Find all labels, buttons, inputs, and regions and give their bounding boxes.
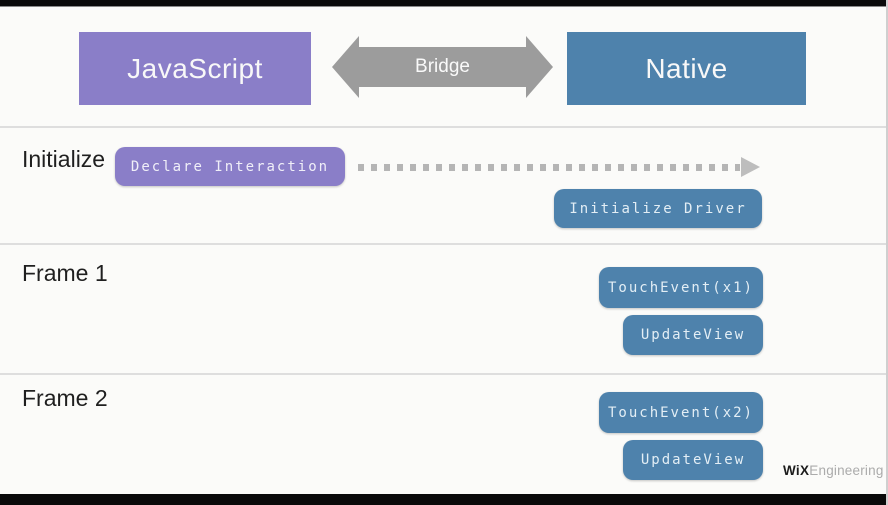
initialize-driver-pill: Initialize Driver xyxy=(554,189,762,228)
arrow-bar xyxy=(357,47,528,87)
logo-wix-text: WiX xyxy=(783,463,810,478)
dotted-arrowhead-icon xyxy=(741,157,760,177)
touchevent-x2-pill: TouchEvent(x2) xyxy=(599,392,763,433)
touchevent-x1-label: TouchEvent(x1) xyxy=(607,279,754,296)
native-box: Native xyxy=(567,32,806,105)
logo-engineering-text: Engineering xyxy=(809,463,884,478)
initialize-driver-label: Initialize Driver xyxy=(569,200,747,217)
letterbox-bottom xyxy=(0,494,886,505)
declare-interaction-label: Declare Interaction xyxy=(130,158,330,175)
declare-interaction-pill: Declare Interaction xyxy=(115,147,345,186)
bridge-label: Bridge xyxy=(415,56,470,77)
touchevent-x1-pill: TouchEvent(x1) xyxy=(599,267,763,308)
updateview-frame2-pill: UpdateView xyxy=(623,440,763,480)
touchevent-x2-label: TouchEvent(x2) xyxy=(607,404,754,421)
javascript-box: JavaScript xyxy=(79,32,311,105)
row-label-initialize: Initialize xyxy=(22,146,106,172)
section-divider xyxy=(0,243,886,245)
row-label-frame2: Frame 2 xyxy=(22,385,108,411)
arrow-right-head-icon xyxy=(526,36,553,98)
section-divider xyxy=(0,126,886,128)
native-box-label: Native xyxy=(645,52,728,84)
letterbox-top xyxy=(0,0,886,7)
arrow-left-head-icon xyxy=(332,36,359,98)
updateview-frame1-pill: UpdateView xyxy=(623,315,763,355)
updateview-frame2-label: UpdateView xyxy=(640,452,746,468)
bridge-double-arrow-icon: Bridge xyxy=(332,36,553,98)
javascript-box-label: JavaScript xyxy=(127,52,263,84)
wix-engineering-logo: WiXEngineering xyxy=(783,463,884,478)
row-label-frame1: Frame 1 xyxy=(22,260,108,286)
dotted-arrow-line-icon xyxy=(358,164,740,171)
updateview-frame1-label: UpdateView xyxy=(640,327,746,343)
section-divider xyxy=(0,373,886,375)
